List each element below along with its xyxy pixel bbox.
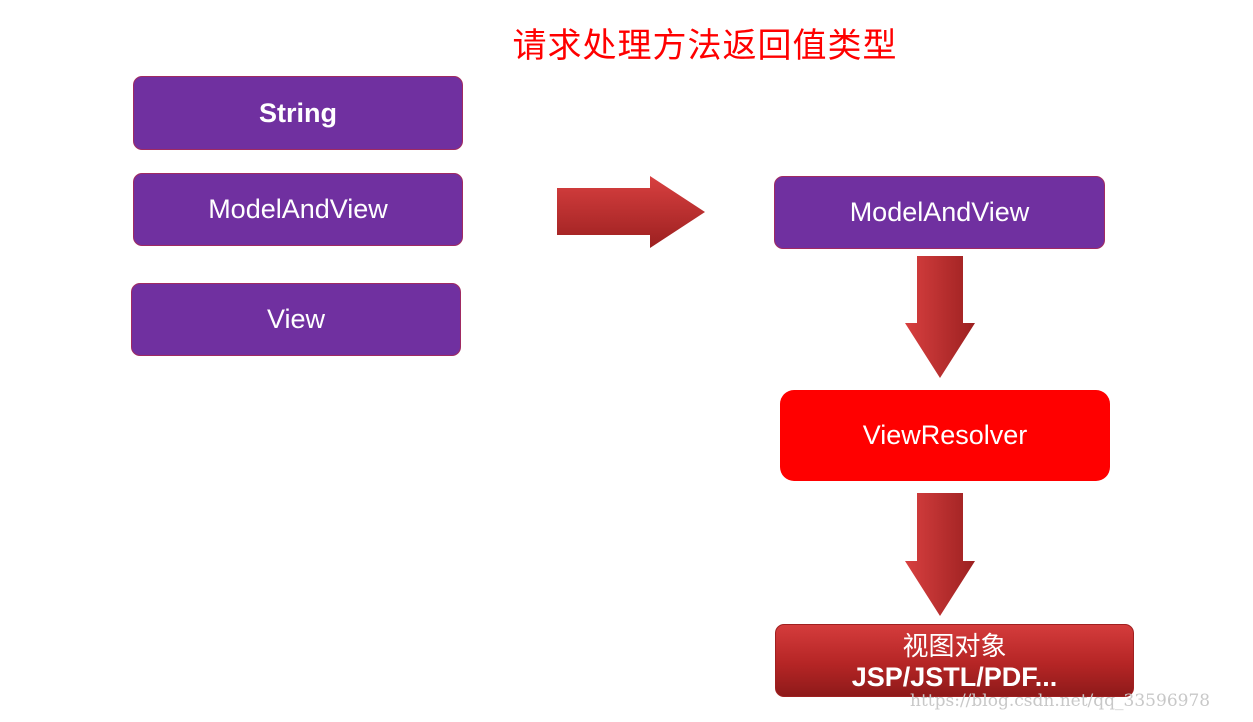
view-object-types: JSP/JSTL/PDF... (851, 661, 1058, 692)
down-arrow-icon (905, 493, 975, 616)
view-object-title: 视图对象 (902, 631, 1007, 662)
view-object: 视图对象 JSP/JSTL/PDF... (775, 624, 1134, 697)
view-resolver-label: ViewResolver (862, 420, 1028, 450)
diagram-title: 请求处理方法返回值类型 (512, 26, 898, 66)
right-arrow-icon (557, 176, 705, 248)
return-type-model-and-view-label: ModelAndView (208, 194, 388, 224)
watermark-url: https://blog.csdn.net/qq_33596978 (910, 691, 1211, 711)
view-resolver: ViewResolver (780, 390, 1110, 481)
return-type-view: View (131, 283, 461, 356)
return-type-string-label: String (259, 97, 337, 128)
return-type-string: String (133, 76, 463, 150)
return-type-model-and-view: ModelAndView (133, 173, 463, 246)
down-arrow-icon (905, 256, 975, 378)
flow-model-and-view-label: ModelAndView (849, 197, 1030, 227)
flow-model-and-view: ModelAndView (774, 176, 1105, 249)
return-type-view-label: View (266, 304, 326, 334)
